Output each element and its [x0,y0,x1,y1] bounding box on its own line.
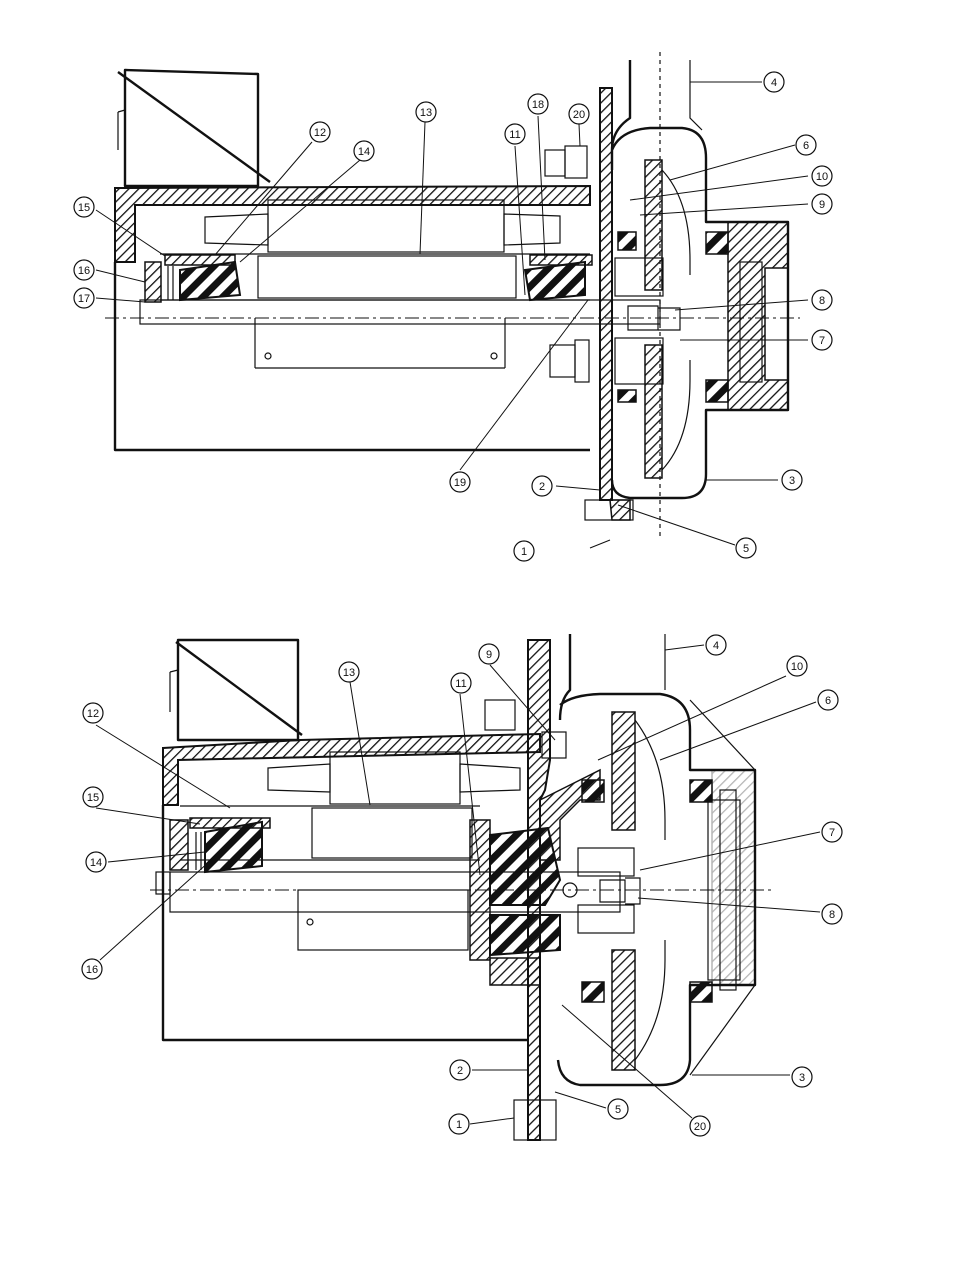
svg-text:6: 6 [803,140,809,152]
upper-callout-8: 8 [812,290,832,310]
svg-text:3: 3 [799,1072,805,1084]
lower-callout-12: 12 [83,703,103,723]
svg-text:7: 7 [829,827,835,839]
lower-callout-11: 11 [451,673,471,693]
svg-text:20: 20 [573,109,585,121]
svg-text:9: 9 [819,199,825,211]
upper-callouts: 1 2 3 4 5 6 7 8 9 10 11 12 13 14 15 16 1… [74,72,832,561]
lower-callout-6: 6 [818,690,838,710]
upper-callout-2: 2 [532,476,552,496]
upper-callout-13: 13 [416,102,436,122]
upper-callout-12: 12 [310,122,330,142]
svg-text:9: 9 [486,649,492,661]
upper-leaders [96,82,808,548]
lower-callout-15: 15 [83,787,103,807]
svg-text:10: 10 [791,661,803,673]
upper-callout-20: 20 [569,104,589,124]
upper-callout-5: 5 [736,538,756,558]
upper-callout-3: 3 [782,470,802,490]
svg-text:5: 5 [615,1104,621,1116]
upper-callout-7: 7 [812,330,832,350]
upper-callout-19: 19 [450,472,470,492]
svg-text:14: 14 [358,146,370,158]
svg-text:7: 7 [819,335,825,347]
svg-text:3: 3 [789,475,795,487]
upper-callout-1: 1 [514,541,534,561]
lower-callout-5: 5 [608,1099,628,1119]
lower-callout-1: 1 [449,1114,469,1134]
svg-text:2: 2 [457,1065,463,1077]
upper-callout-6: 6 [796,135,816,155]
svg-text:15: 15 [78,202,90,214]
lower-callout-3: 3 [792,1067,812,1087]
lower-callout-2: 2 [450,1060,470,1080]
lower-callout-16: 16 [82,959,102,979]
svg-text:11: 11 [509,129,520,141]
svg-text:14: 14 [90,857,102,869]
svg-text:10: 10 [816,171,828,183]
svg-text:12: 12 [314,127,326,139]
svg-text:15: 15 [87,792,99,804]
lower-callout-13: 13 [339,662,359,682]
lower-callout-4: 4 [706,635,726,655]
upper-callout-16: 16 [74,260,94,280]
lower-callout-10: 10 [787,656,807,676]
svg-text:18: 18 [532,99,544,111]
svg-text:16: 16 [78,265,90,277]
svg-text:5: 5 [743,543,749,555]
upper-callout-11: 11 [505,124,525,144]
svg-text:4: 4 [713,640,719,652]
svg-text:12: 12 [87,708,99,720]
svg-text:4: 4 [771,77,777,89]
upper-shaft [105,300,800,324]
upper-callout-17: 17 [74,288,94,308]
upper-callout-4: 4 [764,72,784,92]
svg-text:13: 13 [420,107,432,119]
upper-callout-10: 10 [812,166,832,186]
svg-text:8: 8 [819,295,825,307]
svg-text:11: 11 [455,678,466,690]
upper-callout-15: 15 [74,197,94,217]
lower-callout-8: 8 [822,904,842,924]
svg-text:1: 1 [456,1119,462,1131]
svg-text:2: 2 [539,481,545,493]
svg-text:1: 1 [521,546,527,558]
upper-callout-9: 9 [812,194,832,214]
upper-diagram: 1 2 3 4 5 6 7 8 9 10 11 12 13 14 15 16 1… [74,52,832,561]
lower-callout-7: 7 [822,822,842,842]
lower-callout-14: 14 [86,852,106,872]
lower-shaft [150,872,775,912]
svg-text:13: 13 [343,667,355,679]
upper-callout-18: 18 [528,94,548,114]
svg-text:8: 8 [829,909,835,921]
svg-text:6: 6 [825,695,831,707]
lower-junction-box [170,640,302,740]
upper-callout-14: 14 [354,141,374,161]
svg-text:20: 20 [694,1121,706,1133]
svg-text:16: 16 [86,964,98,976]
lower-callout-9: 9 [479,644,499,664]
upper-junction-box [118,70,270,186]
lower-bearings [170,818,560,955]
lower-diagram: 1 2 3 4 5 6 7 8 9 10 11 12 13 14 15 16 2… [82,634,842,1140]
svg-text:17: 17 [78,293,90,305]
svg-text:19: 19 [454,477,466,489]
lower-callout-20: 20 [690,1116,710,1136]
